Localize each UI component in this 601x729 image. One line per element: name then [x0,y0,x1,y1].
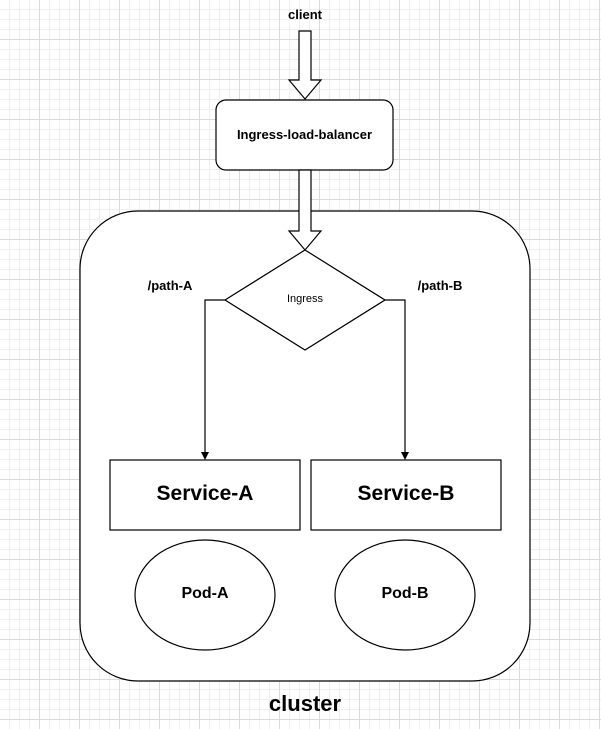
load-balancer-label: Ingress-load-balancer [236,127,373,142]
connector-path-b [385,299,406,453]
client-label: client [288,7,322,22]
arrowhead-service-a [201,452,209,460]
pod-b-ellipse [334,539,476,651]
service-a-box [109,459,301,531]
ingress-label: Ingress [286,293,324,305]
path-b-label: /path-B [417,278,463,293]
pod-a-ellipse [134,539,276,651]
connector-path-a [204,299,225,453]
ingress-decision-diamond [223,249,387,351]
service-b-label: Service-B [357,482,455,505]
arrowhead-service-b [401,452,409,460]
cluster-label: cluster [268,691,342,716]
pod-b-label: Pod-B [381,585,429,602]
pod-a-label: Pod-A [181,585,229,602]
service-a-label: Service-A [156,482,254,505]
service-b-box [310,459,502,531]
client-to-lb-arrow [287,30,323,100]
path-a-label: /path-A [147,278,193,293]
lb-to-ingress-arrow [287,169,323,251]
